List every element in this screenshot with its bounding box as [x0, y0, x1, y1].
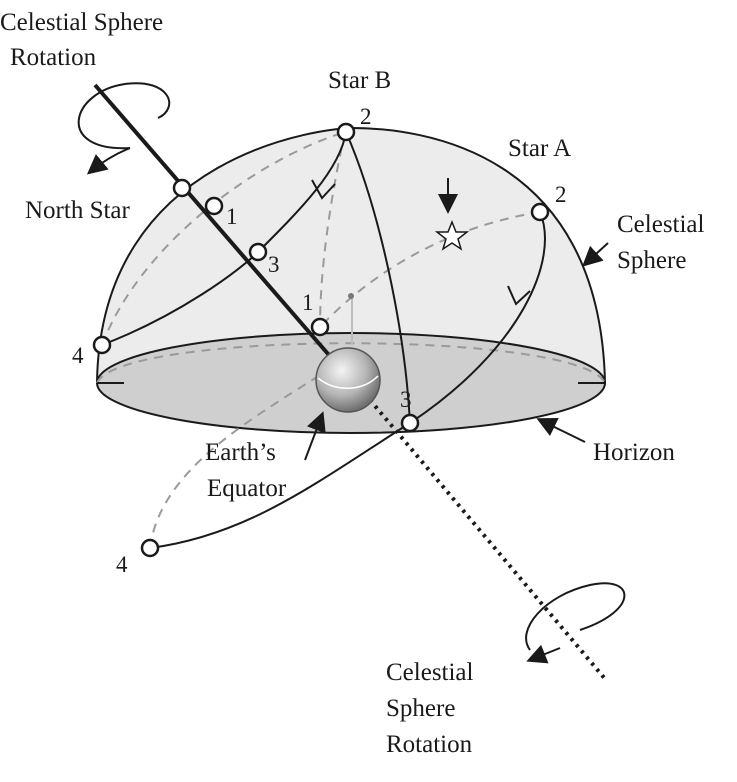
back-arc-left [101, 131, 346, 346]
star-a-number-2: 2 [555, 182, 567, 207]
zenith-dot [348, 293, 354, 299]
rotation-label-bottom-line3: Rotation [386, 731, 473, 758]
earth [315, 347, 381, 413]
horizon-leader [536, 418, 586, 443]
earths-equator-label-line1: Earth’s [205, 439, 276, 466]
rotation-label-top-line1: Celestial Sphere [0, 9, 163, 36]
star-b-position-3 [248, 242, 268, 262]
star-b-position-1 [204, 196, 224, 216]
star-a-number-1: 1 [302, 290, 314, 315]
star-a-number-4: 4 [116, 552, 128, 577]
star-a-position-4 [140, 538, 160, 558]
star-a-position-2 [530, 202, 550, 222]
star-b-meridian [345, 131, 411, 424]
star-b-number-1: 1 [226, 204, 238, 229]
rotation-arrow-bottom-head [526, 644, 561, 664]
horizon-label: Horizon [593, 439, 675, 466]
star-b-number-4: 4 [72, 343, 84, 368]
rotation-label-top-line2: Rotation [10, 44, 97, 71]
celestial-sphere-label-line2: Sphere [617, 247, 686, 274]
celestial-axis [93, 83, 337, 364]
star-b-label: Star B [328, 67, 391, 94]
rotation-arrow-bottom [525, 582, 626, 651]
star-b-number-2: 2 [360, 104, 372, 129]
rotation-label-bottom-line1: Celestial [386, 659, 474, 686]
celestial-axis-below [368, 398, 608, 682]
star-a-label: Star A [508, 135, 571, 162]
star-b-number-3: 3 [268, 252, 280, 277]
earths-equator-label-line2: Equator [207, 475, 287, 502]
back-arc-lower [149, 374, 321, 549]
north-star-label: North Star [25, 197, 131, 224]
rotation-label-bottom-line2: Sphere [386, 695, 455, 722]
star-b-position-4 [92, 335, 112, 355]
star-a-direction-arrow [507, 285, 531, 306]
north-star-marker [172, 178, 192, 198]
rotation-arrow-top-head [86, 147, 131, 175]
back-arc-star-a [319, 211, 541, 328]
horizon-back-edge [96, 342, 606, 384]
celestial-sphere-leader [582, 242, 609, 267]
celestial-sphere-label-line1: Celestial [617, 211, 705, 238]
rotation-arrow-top [77, 82, 171, 150]
earths-equator-leader [304, 411, 326, 461]
star-b-position-2 [336, 122, 356, 142]
back-arc-star-b [319, 131, 346, 328]
star-a-position-3 [400, 413, 420, 433]
star-b-direction-arrow [311, 179, 336, 200]
star-icon [434, 219, 470, 251]
star-a-position-1 [310, 317, 330, 337]
earth-equator [317, 375, 379, 389]
star-a-number-3: 3 [400, 387, 412, 412]
